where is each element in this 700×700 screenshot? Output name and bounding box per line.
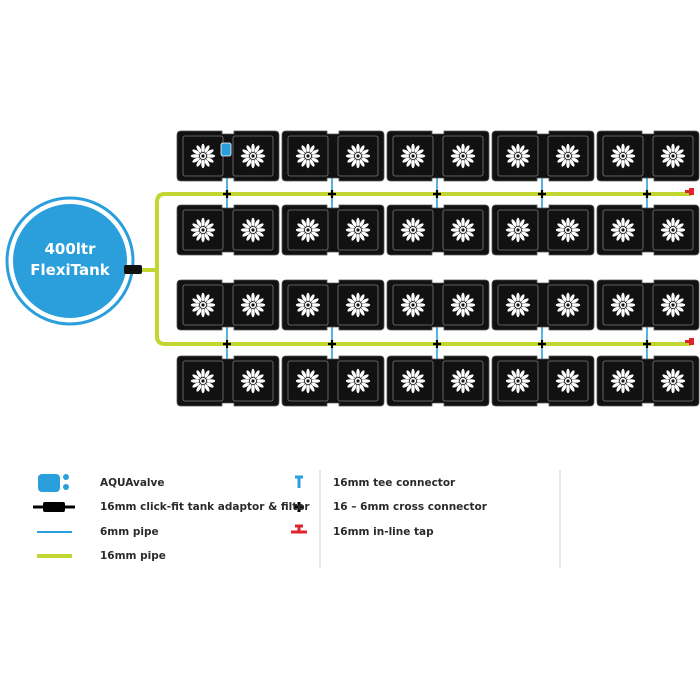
flower-icon [505,368,531,394]
tank-name-label: FlexiTank [30,261,110,279]
grow-tray [491,204,595,256]
legend-label-cross-connector: 16 – 6mm cross connector [333,501,487,513]
tank-adaptor [124,265,142,274]
flower-icon [400,143,426,169]
flower-icon [555,143,581,169]
cross-connector [328,190,336,198]
grow-tray [281,279,385,331]
pipe-16mm-upper [150,192,692,272]
flower-icon [610,292,636,318]
flower-icon [190,292,216,318]
cross-connector [643,190,651,198]
flower-icon [450,368,476,394]
grow-tray [491,279,595,331]
flower-icon [240,292,266,318]
cross-connector [538,340,546,348]
aquavalve-icon [38,474,69,492]
grow-tray [386,204,490,256]
flower-icon [450,143,476,169]
flower-icon [240,368,266,394]
flower-icon [400,292,426,318]
flower-icon [505,143,531,169]
flower-icon [190,143,216,169]
flower-icon [660,217,686,243]
flower-icon [505,292,531,318]
flower-icon [555,368,581,394]
trays-layer [176,130,700,407]
legend-label-tank-adaptor: 16mm click-fit tank adaptor & filter [100,501,310,513]
flower-icon [295,217,321,243]
grow-tray [386,279,490,331]
flower-icon [240,217,266,243]
grow-tray [596,355,700,407]
legend-label-inline-tap: 16mm in-line tap [333,526,434,538]
flower-icon [190,368,216,394]
flower-icon [345,368,371,394]
flower-icon [295,143,321,169]
grow-tray [491,130,595,182]
flower-icon [295,368,321,394]
connectors-layer [220,142,694,348]
grow-tray [176,279,280,331]
grow-tray [596,204,700,256]
grow-tray [176,204,280,256]
cross-connector [433,190,441,198]
cross-connector-icon [294,502,304,512]
flower-icon [660,292,686,318]
tank-adaptor-filter-icon [33,502,75,512]
flower-icon [555,292,581,318]
grow-tray [596,130,700,182]
cross-connector [223,340,231,348]
grow-tray [491,355,595,407]
flower-icon [610,217,636,243]
flower-icon [400,217,426,243]
inline-tap [685,338,694,345]
legend-label-6mm-pipe: 6mm pipe [100,526,159,538]
grow-tray [281,355,385,407]
legend-label-tee-connector: 16mm tee connector [333,477,456,489]
legend-layer [33,470,561,568]
flower-icon [610,143,636,169]
tank-capacity-label: 400ltr [44,240,96,258]
aquavalve [220,142,232,157]
pipe-16mm-lower [155,268,692,346]
cross-connector [538,190,546,198]
flower-icon [610,368,636,394]
tank-layer [5,196,142,326]
flower-icon [660,143,686,169]
flower-icon [660,368,686,394]
cross-connector [433,340,441,348]
pipes-layer [138,151,692,376]
flower-icon [555,217,581,243]
grow-tray [386,355,490,407]
cross-connector [328,340,336,348]
flower-icon [345,143,371,169]
flower-icon [190,217,216,243]
inline-tap [685,188,694,195]
flower-icon [295,292,321,318]
grow-tray [596,279,700,331]
inline-tap-icon [291,524,307,534]
grow-tray [386,130,490,182]
flower-icon [450,217,476,243]
flower-icon [505,217,531,243]
tee-connector-icon [295,475,303,488]
cross-connector [223,190,231,198]
tank-body [13,204,127,318]
flower-icon [240,143,266,169]
flower-icon [345,217,371,243]
flower-icon [450,292,476,318]
cross-connector [643,340,651,348]
grow-tray [281,204,385,256]
grow-tray [176,355,280,407]
flower-icon [400,368,426,394]
grow-tray [281,130,385,182]
legend-label-aquavalve: AQUAvalve [100,477,165,489]
legend-label-16mm-pipe: 16mm pipe [100,550,166,562]
flower-icon [345,292,371,318]
